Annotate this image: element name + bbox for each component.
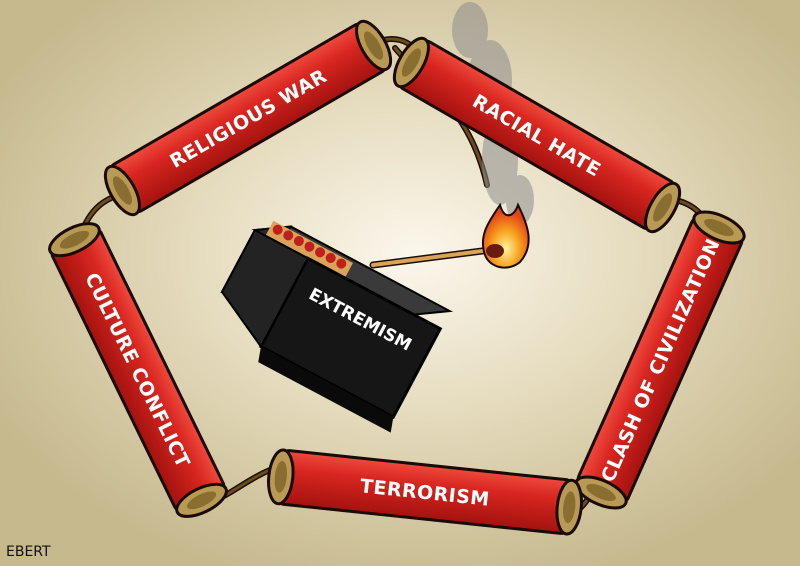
artist-signature: EBERT <box>6 544 51 560</box>
burning-match <box>369 202 530 269</box>
match-heads <box>265 220 353 278</box>
matchbox: EXTREMISM <box>220 220 454 433</box>
dynamite-terrorism: TERRORISM <box>264 447 586 537</box>
